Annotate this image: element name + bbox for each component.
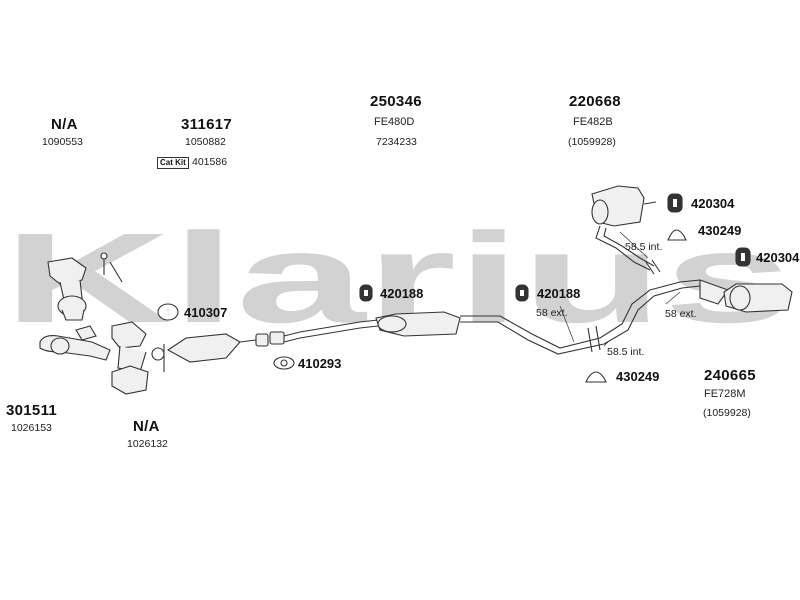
part-ref-311617: 1050882: [185, 136, 226, 148]
part-430249-a: 430249: [698, 223, 742, 238]
part-420188-b: 420188: [537, 286, 581, 301]
note-58-ext-mid: 58 ext.: [536, 307, 568, 319]
mount-420304-b: [735, 247, 751, 267]
manifold-centre: [111, 321, 165, 395]
mount-420304-a: [667, 193, 683, 213]
part-410307: 410307: [184, 305, 228, 320]
catalytic-converter: [166, 333, 257, 363]
part-420304-b: 420304: [756, 250, 800, 265]
part-code-na-bottom: N/A: [133, 418, 160, 435]
note-58-5-int-bottom: 58.5 int.: [607, 346, 645, 358]
part-ref-na-top: 1090553: [42, 136, 83, 148]
part-code-250346: 250346: [370, 93, 422, 110]
note-58-5-int-top: 58.5 int.: [625, 241, 663, 253]
part-ref-220668: (1059928): [568, 136, 616, 148]
cat-kit-badge: Cat Kit: [157, 157, 189, 169]
part-430249-b: 430249: [616, 369, 660, 384]
part-ref-240665: (1059928): [703, 407, 751, 419]
part-ref-na-bottom: 1026132: [127, 438, 168, 450]
note-58-ext-right: 58 ext.: [665, 308, 697, 320]
mount-420188-a: [359, 284, 373, 302]
part-420188-a: 420188: [380, 286, 424, 301]
clamp-430249-a: [667, 229, 687, 241]
part-code-311617: 311617: [181, 116, 233, 133]
manifold-top: [47, 252, 123, 321]
clamp-430249-b: [585, 371, 607, 383]
rear-pipe: [460, 279, 701, 355]
part-code-na-top: N/A: [51, 116, 78, 133]
part-sub-240665: FE728M: [704, 388, 746, 400]
cat-kit-ref: 401586: [192, 156, 228, 168]
part-ref-250346: 7234233: [376, 136, 417, 148]
part-420304-a: 420304: [691, 196, 735, 211]
part-code-240665: 240665: [704, 367, 756, 384]
part-ref-301511: 1026153: [11, 422, 52, 434]
part-code-301511: 301511: [6, 402, 58, 419]
centre-silencer: [375, 311, 461, 337]
mount-420188-b: [515, 284, 529, 302]
front-pipe-left: [39, 325, 111, 361]
part-sub-250346: FE480D: [374, 116, 415, 128]
part-sub-220668: FE482B: [573, 116, 613, 128]
mid-silencer: [591, 185, 661, 275]
rear-silencer: [699, 279, 793, 313]
part-code-220668: 220668: [569, 93, 621, 110]
part-410293: 410293: [298, 356, 342, 371]
intermediate-pipe: [255, 319, 379, 347]
mount-410307: [157, 303, 179, 321]
gasket-410293: [273, 356, 295, 370]
